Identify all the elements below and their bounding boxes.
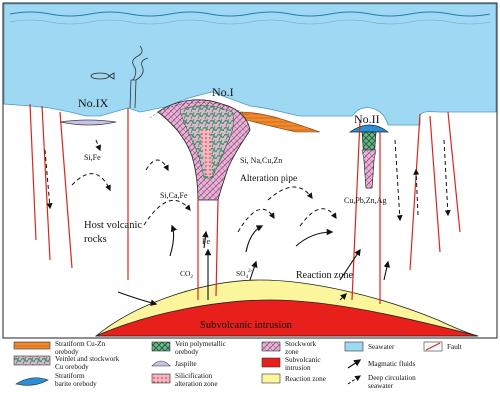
legend-item-vein-polymetallic: Vein polymetallic orebody [151, 340, 226, 356]
label-si-na-cu-zn: Si, Na,Cu,Zn [240, 156, 282, 165]
legend-item-stratiform-cu-zn: Stratiform Cu-Zn orebody [13, 340, 106, 356]
deep-circulation-arrows [44, 139, 451, 233]
svg-text:Reaction zone: Reaction zone [285, 375, 326, 383]
label-alteration-pipe: Alteration pipe [240, 174, 297, 184]
svg-text:Silicification: Silicification [175, 372, 213, 380]
smoker-plume-icon [129, 45, 149, 109]
label-so4: SO42- [236, 269, 253, 280]
svg-text:Stockwork: Stockwork [285, 340, 317, 348]
svg-text:alteration zone: alteration zone [175, 380, 218, 388]
svg-text:Jaspilte: Jaspilte [175, 360, 197, 368]
svg-text:Subvolcanic: Subvolcanic [285, 356, 321, 364]
label-no1: No.I [212, 85, 234, 99]
label-reaction-zone: Reaction zone [296, 270, 353, 281]
legend-item-fault: Fault [423, 341, 462, 352]
subvolcanic-intrusion [95, 299, 479, 337]
fish-icon [90, 72, 115, 80]
wave-lines [9, 11, 491, 17]
svg-text:Fault: Fault [447, 343, 462, 351]
svg-text:orebody: orebody [55, 348, 79, 356]
legend-item-deep-circulation: Deep circulation seawater [347, 374, 416, 390]
label-fe: Fe [202, 237, 210, 246]
label-si-ca-fe: Si,Ca,Fe [160, 191, 188, 200]
svg-text:seawater: seawater [368, 382, 394, 390]
silicification-zone [200, 130, 212, 176]
label-subvolcanic-intrusion: Subvolcanic intrusion [200, 320, 293, 331]
svg-text:Veinlet and stockwork: Veinlet and stockwork [55, 355, 120, 363]
legend-item-magmatic-fluids: Magmatic fluids [347, 359, 416, 369]
svg-text:Deep circulation: Deep circulation [368, 374, 416, 382]
svg-text:intrusion: intrusion [285, 364, 311, 372]
label-host-rocks-1: Host volcanic [84, 220, 142, 231]
legend-item-barite: Stratiform barite orebody [15, 372, 97, 388]
label-no9: No.IX [78, 96, 109, 110]
legend-item-jaspilite: Jaspilte [151, 360, 197, 368]
fault-lines [29, 103, 461, 304]
magmatic-fluid-arrows [117, 224, 391, 306]
svg-text:Seawater: Seawater [368, 343, 395, 351]
legend-item-silicification: Silicification alteration zone [151, 372, 218, 388]
stratiform-orebody-1 [239, 111, 321, 133]
label-cu-pb-zn-ag: Cu,Pb,Zn,Ag [344, 196, 386, 205]
label-host-rocks-2: rocks [84, 234, 107, 245]
stockwork-pipe-2 [361, 149, 377, 189]
label-no2: No.II [354, 112, 380, 126]
svg-text:Magmatic fluids: Magmatic fluids [368, 360, 416, 368]
legend-item-seawater: Seawater [344, 341, 395, 352]
legend-item-veinlet-stockwork: Veinlet and stockwork Cu orebody [13, 355, 120, 371]
svg-text:Vein polymetallic: Vein polymetallic [175, 340, 226, 348]
label-co2: CO2 [180, 269, 193, 280]
svg-text:zone: zone [285, 348, 299, 356]
label-si-fe: Si,Fe [84, 153, 101, 162]
legend-item-subvolcanic: Subvolcanic intrusion [261, 356, 321, 372]
legend-item-reaction-zone: Reaction zone [261, 373, 326, 384]
legend-item-stockwork: Stockwork zone [261, 340, 317, 356]
legend: Stratiform Cu-Zn orebody Vein polymetall… [13, 340, 462, 390]
svg-text:Stratiform: Stratiform [55, 372, 85, 380]
svg-text:barite orebody: barite orebody [55, 380, 97, 388]
svg-text:orebody: orebody [175, 348, 199, 356]
jaspilite-lens [59, 119, 117, 126]
svg-text:Cu orebody: Cu orebody [55, 363, 89, 371]
svg-text:Stratiform Cu-Zn: Stratiform Cu-Zn [55, 340, 106, 348]
